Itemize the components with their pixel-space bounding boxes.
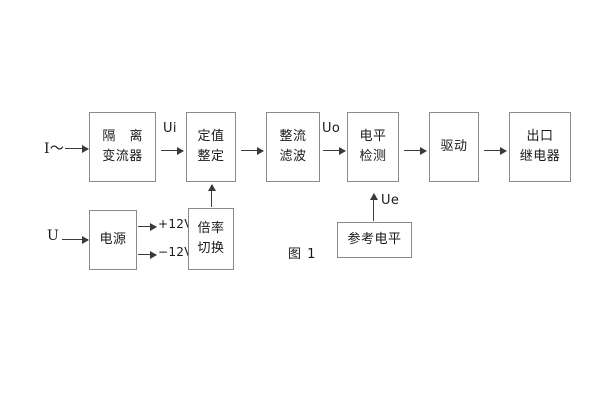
block-isolation-transformer-line-2: 变流器 <box>102 149 143 164</box>
ui-label: Ui <box>163 121 177 136</box>
block-setting-value-line-2: 整定 <box>197 149 225 164</box>
block-isolation-transformer-line-1: 隔 离 <box>102 128 148 144</box>
figure-caption: 图 1 <box>288 247 317 262</box>
block-drive: 驱动 <box>429 112 479 182</box>
block-setting-value: 定值 整定 <box>186 112 236 182</box>
arrow-current-input-to-isolation <box>65 144 89 153</box>
uo-label: Uo <box>322 121 341 136</box>
block-multiplier-switch: 倍率 切换 <box>188 208 234 270</box>
voltage-input-label: U <box>47 228 60 244</box>
ue-label: Ue <box>381 193 400 208</box>
block-setting-value-line-1: 定值 <box>197 128 225 144</box>
block-reference-level: 参考电平 <box>337 222 412 258</box>
block-power-supply-line-1: 电源 <box>99 231 127 247</box>
block-rectify-filter: 整流 滤波 <box>266 112 320 182</box>
block-drive-line-1: 驱动 <box>440 138 468 154</box>
block-power-supply: 电源 <box>89 210 137 270</box>
block-level-detection: 电平 检测 <box>347 112 399 182</box>
block-multiplier-switch-line-1: 倍率 <box>197 220 225 236</box>
arrow-reference-level-to-level-detection <box>369 193 378 221</box>
arrow-voltage-input-to-power-supply <box>62 235 89 244</box>
current-input-label: I～ <box>44 141 65 157</box>
arrow-power-supply-plus12v <box>138 222 157 231</box>
arrow-rectify-to-level-detection <box>323 146 346 155</box>
block-multiplier-switch-line-2: 切换 <box>197 241 225 256</box>
block-isolation-transformer: 隔 离 变流器 <box>89 112 156 182</box>
block-level-detection-line-1: 电平 <box>359 128 387 144</box>
block-rectify-filter-line-1: 整流 <box>279 128 307 144</box>
block-level-detection-line-2: 检测 <box>359 149 387 164</box>
arrow-multiplier-switch-to-setting <box>207 184 216 207</box>
block-output-relay-line-1: 出口 <box>526 128 554 144</box>
arrow-power-supply-minus12v <box>138 250 157 259</box>
plus-12v-label: +12V <box>158 217 193 231</box>
arrow-isolation-to-setting <box>161 146 184 155</box>
arrow-level-detection-to-drive <box>404 146 427 155</box>
minus-12v-label: −12V <box>158 245 193 259</box>
block-reference-level-line-1: 参考电平 <box>347 231 402 247</box>
block-output-relay: 出口 继电器 <box>509 112 571 182</box>
arrow-drive-to-output-relay <box>484 146 507 155</box>
block-output-relay-line-2: 继电器 <box>519 149 561 164</box>
block-rectify-filter-line-2: 滤波 <box>279 149 307 164</box>
arrow-setting-to-rectify <box>241 146 264 155</box>
